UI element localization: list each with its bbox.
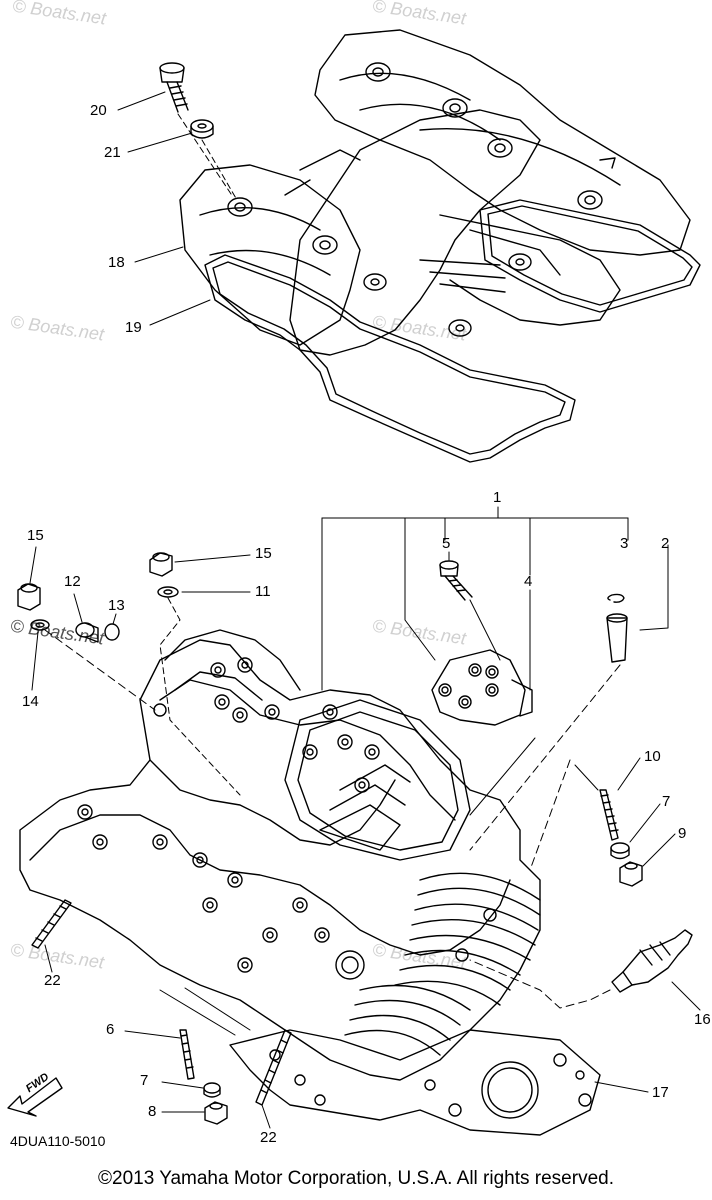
callout-17: 17	[652, 1084, 669, 1101]
callout-3: 3	[620, 535, 629, 552]
callout-7-lower: 7	[140, 1072, 149, 1089]
callout-18: 18	[108, 254, 125, 271]
cylinder-head	[19, 629, 541, 1081]
callout-13: 13	[108, 597, 125, 614]
callout-21: 21	[104, 144, 121, 161]
diagram-code: 4DUA110-5010	[10, 1133, 106, 1149]
callout-10: 10	[644, 748, 661, 765]
callout-11: 11	[255, 583, 271, 600]
gasket-13	[104, 623, 120, 641]
callout-6: 6	[106, 1021, 115, 1038]
valve-guide	[606, 593, 628, 663]
callout-16: 16	[694, 1011, 711, 1028]
callout-2: 2	[661, 535, 670, 552]
spark-plug	[611, 929, 693, 993]
head-cover	[179, 29, 691, 356]
fwd-arrow-icon	[7, 1077, 63, 1117]
washer-14	[30, 619, 50, 631]
callout-15-left: 15	[27, 527, 44, 544]
bolt-5	[439, 560, 473, 601]
leader-lines	[29, 91, 701, 1129]
bolt-20	[159, 62, 189, 113]
cylinder-head-gasket	[229, 1029, 601, 1136]
washer-21	[190, 119, 214, 139]
callout-22-bottom: 22	[260, 1129, 277, 1146]
callout-22-left: 22	[44, 972, 61, 989]
callout-1: 1	[493, 489, 502, 506]
washer-7	[610, 842, 630, 860]
stud-10	[599, 789, 619, 841]
stud-6	[179, 1029, 195, 1080]
callout-15-top: 15	[255, 545, 272, 562]
callout-14: 14	[22, 693, 39, 710]
bolt-15	[149, 552, 173, 577]
callout-5: 5	[442, 535, 451, 552]
plug-12	[75, 622, 99, 643]
bolt-15-left	[17, 583, 41, 611]
nut-8	[204, 1101, 228, 1125]
callout-4: 4	[524, 573, 533, 590]
copyright-notice: ©2013 Yamaha Motor Corporation, U.S.A. A…	[98, 1168, 614, 1189]
callout-7: 7	[662, 793, 671, 810]
callout-19: 19	[125, 319, 142, 336]
stud-22-left	[31, 899, 72, 949]
bearing-cap-assy	[431, 649, 533, 726]
head-cover-gasket	[204, 199, 701, 463]
stud-22-bottom	[255, 1029, 292, 1106]
washer-7-lower	[203, 1082, 221, 1098]
callout-12: 12	[64, 573, 81, 590]
washer-11	[157, 586, 179, 598]
nut-9	[619, 861, 643, 887]
callout-8: 8	[148, 1103, 157, 1120]
callout-20: 20	[90, 102, 107, 119]
callout-9: 9	[678, 825, 687, 842]
